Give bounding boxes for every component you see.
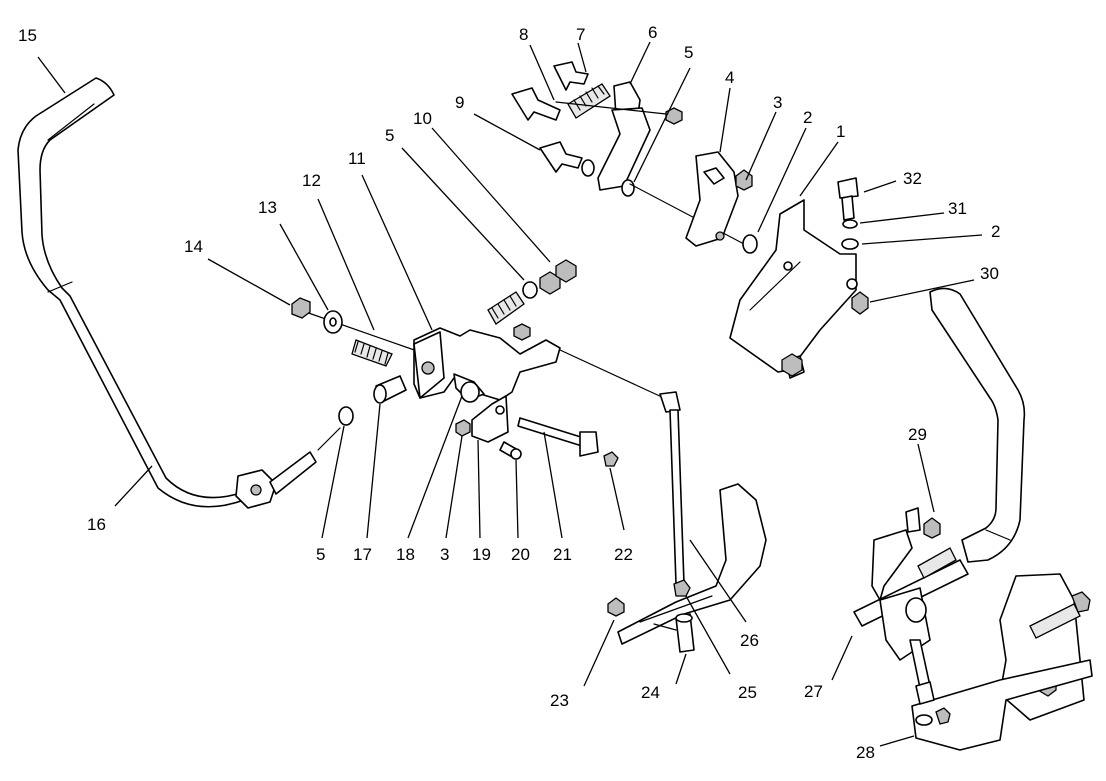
callout-15: 15 [18, 26, 37, 45]
callout-21: 21 [553, 545, 572, 564]
callout-14: 14 [184, 237, 203, 256]
callout-2: 2 [803, 108, 812, 127]
callout-10: 10 [413, 109, 432, 128]
callout-3: 3 [773, 93, 782, 112]
callout-13: 13 [258, 198, 277, 217]
callout-5: 5 [385, 126, 394, 145]
callout-1: 1 [836, 122, 845, 141]
callout-25: 25 [738, 683, 757, 702]
left-hardware-stack [291, 297, 421, 451]
callout-32: 32 [903, 169, 922, 188]
callout-5: 5 [684, 43, 693, 62]
callout-5: 5 [316, 545, 325, 564]
callout-18: 18 [396, 545, 415, 564]
leader-lines [37, 41, 983, 747]
lower-right-assembly [853, 507, 1093, 751]
right-main-bracket [729, 199, 858, 379]
callout-22: 22 [614, 545, 633, 564]
long-bolt [499, 417, 619, 467]
callout-23: 23 [550, 691, 569, 710]
callout-19: 19 [472, 545, 491, 564]
callout-28: 28 [856, 743, 875, 762]
callout-16: 16 [87, 515, 106, 534]
callout-24: 24 [641, 683, 660, 702]
upper-linkage [511, 61, 758, 254]
callout-26: 26 [740, 631, 759, 650]
callout-labels: 1 2 2 3 3 4 5 5 5 6 7 8 9 10 11 12 13 14… [18, 23, 1000, 762]
callout-9: 9 [455, 93, 464, 112]
callout-2: 2 [991, 222, 1000, 241]
lower-bracket [607, 483, 767, 653]
bolt-stack [837, 177, 869, 315]
callout-12: 12 [302, 171, 321, 190]
callout-4: 4 [725, 68, 734, 87]
pivot-bracket [413, 323, 561, 443]
callout-11: 11 [348, 149, 366, 168]
callout-7: 7 [576, 25, 585, 44]
callout-3: 3 [440, 545, 449, 564]
control-rod [659, 391, 691, 597]
left-control-lever [17, 77, 317, 509]
callout-17: 17 [353, 545, 372, 564]
callout-31: 31 [948, 199, 967, 218]
callout-29: 29 [908, 425, 927, 444]
upper-spring [487, 259, 577, 325]
callout-20: 20 [511, 545, 530, 564]
callout-27: 27 [804, 682, 823, 701]
callout-6: 6 [648, 23, 657, 42]
right-control-lever [929, 287, 1026, 563]
callout-8: 8 [519, 25, 528, 44]
callout-30: 30 [980, 264, 999, 283]
